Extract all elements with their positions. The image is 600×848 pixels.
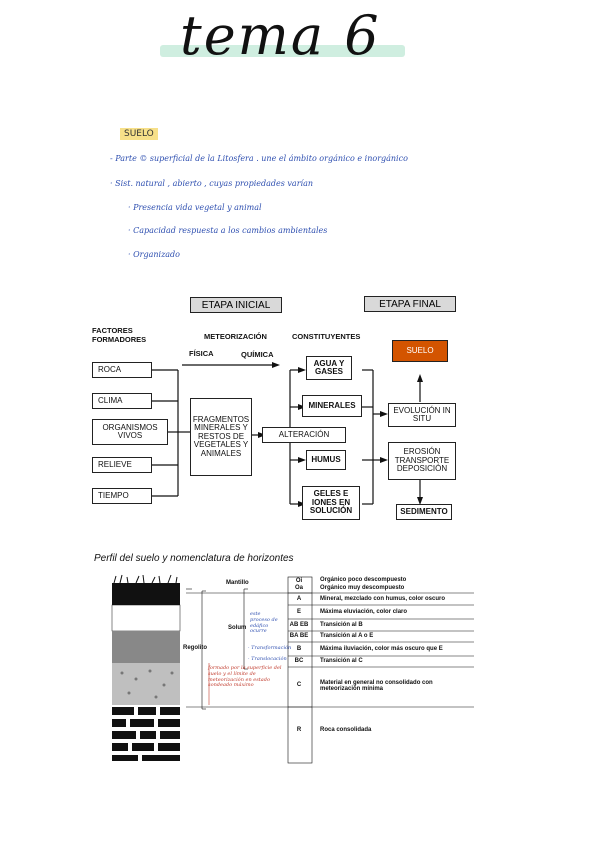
agua-gases-box: AGUA Y GASES (306, 356, 352, 380)
factores-heading: FACTORES FORMADORES (92, 326, 147, 344)
desc-oi: Orgánico poco descompuesto (320, 577, 407, 583)
etapa-inicial-label: ETAPA INICIAL (190, 297, 282, 313)
page-title: tema 6 (180, 4, 381, 67)
constituyentes-heading: CONSTITUYENTES (292, 332, 361, 341)
desc-ba: Transición al A o E (320, 633, 374, 639)
soil-formation-diagram: ETAPA INICIAL ETAPA FINAL FACTORES FORMA… (86, 292, 486, 534)
code-a: A (296, 596, 302, 602)
handnote-red: formado por la superficie del suelo y el… (208, 665, 282, 689)
meteorizacion-heading: METEORIZACIÓN (204, 332, 267, 341)
code-oi: Oi (295, 578, 303, 584)
handnote-blue-2: · Transformación (248, 645, 292, 651)
desc-bc: Transición al C (320, 658, 363, 664)
desc-r: Roca consolidada (320, 727, 372, 733)
desc-a: Mineral, mezclado con humus, color oscur… (320, 596, 446, 602)
code-c: C (296, 682, 302, 688)
topic-tag: SUELO (120, 128, 158, 140)
desc-b: Máxima iluviación, color más oscuro que … (320, 646, 443, 652)
alteracion-box: ALTERACIÓN (262, 427, 346, 443)
code-oa: Oa (294, 585, 303, 591)
factor-roca: ROCA (92, 362, 152, 378)
factor-tiempo: TIEMPO (92, 488, 152, 504)
factor-clima: CLIMA (92, 393, 152, 409)
note-line-2: · Sist. natural , abierto , cuyas propie… (110, 179, 314, 188)
regolito-label: Regolito (183, 645, 207, 651)
evolucion-box: EVOLUCIÓN IN SITU (388, 403, 456, 427)
note-line-5: · Organizado (128, 250, 180, 259)
note-line-4: · Capacidad respuesta a los cambios ambi… (128, 226, 328, 235)
fisica-label: FÍSICA (189, 349, 214, 358)
geles-box: GELES E IONES EN SOLUCIÓN (302, 486, 360, 520)
desc-ab: Transición al B (320, 622, 363, 628)
suelo-box: SUELO (392, 340, 448, 362)
desc-e: Máxima eluviación, color claro (320, 609, 408, 615)
code-bc: BC (294, 658, 304, 664)
etapa-final-label: ETAPA FINAL (364, 296, 456, 312)
code-ab: AB EB (289, 622, 309, 628)
quimica-label: QUÍMICA (241, 350, 274, 359)
erosion-box: EROSIÓN TRANSPORTE DEPOSICIÓN (388, 442, 456, 480)
minerales-box: MINERALES (302, 395, 362, 417)
mantillo-label: Mantillo (226, 580, 249, 586)
desc-c: Material en general no consolidado con m… (320, 680, 433, 692)
code-b: B (296, 646, 302, 652)
note-line-3: · Presencia vida vegetal y animal (128, 203, 262, 212)
fragmentos-box: FRAGMENTOS MINERALES Y RESTOS DE VEGETAL… (190, 398, 252, 476)
code-ba: BA BE (289, 633, 309, 639)
profile-title: Perfil del suelo y nomenclatura de horiz… (94, 553, 294, 564)
factor-relieve: RELIEVE (92, 457, 152, 473)
handnote-blue-3: · Translocación (248, 656, 287, 662)
code-e: E (296, 609, 301, 615)
note-line-1: - Parte © superficial de la Litosfera . … (110, 154, 408, 163)
sedimento-box: SEDIMENTO (396, 504, 452, 520)
solum-label: Solum (228, 625, 247, 631)
soil-profile-graphic (111, 574, 474, 764)
humus-box: HUMUS (306, 450, 346, 470)
desc-oa: Orgánico muy descompuesto (320, 585, 405, 591)
title-highlight (160, 45, 405, 57)
handnote-blue: este proceso de edáfico ocurre (250, 611, 278, 635)
code-r: R (296, 727, 302, 733)
factor-organismos: ORGANISMOS VIVOS (92, 419, 168, 445)
